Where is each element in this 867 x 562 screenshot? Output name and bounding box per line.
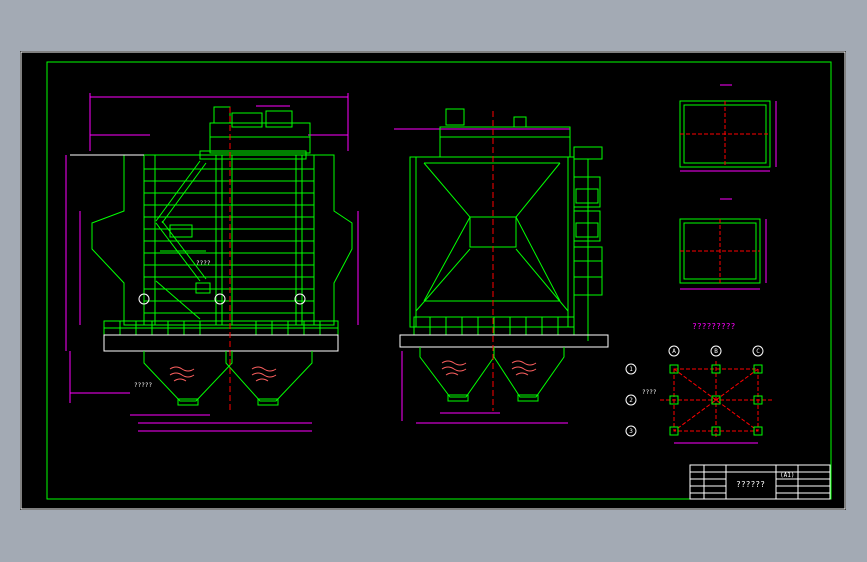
- detail-view-middle: [679, 198, 767, 290]
- axis-label-1: 1: [629, 366, 633, 373]
- inner-frame: [46, 61, 832, 500]
- axis-label-a: A: [672, 348, 676, 355]
- casing-rungs: [144, 168, 314, 314]
- detail-view-top: [679, 84, 777, 172]
- axis-label-c: C: [756, 348, 760, 355]
- front-elevation-view: [65, 93, 359, 432]
- hopper-detail-right: [441, 360, 537, 376]
- axis-label-b: B: [714, 348, 718, 355]
- left-hopper-note: ?????: [134, 382, 152, 389]
- column-plan-note: ????: [642, 389, 657, 396]
- ladder-note: ????: [196, 260, 211, 267]
- axis-label-3: 3: [629, 428, 633, 435]
- stairway: [155, 160, 207, 320]
- title-block: [689, 464, 831, 500]
- plan-note: ?????????: [692, 322, 736, 331]
- hopper-detail-left: [169, 366, 277, 382]
- side-platform-posts: [429, 317, 559, 335]
- cad-drawing-canvas: ????? ????: [20, 51, 846, 510]
- outer-border: [20, 51, 846, 510]
- side-elevation-view: [394, 108, 609, 424]
- column-layout-plan: [625, 345, 772, 444]
- axis-label-2: 2: [629, 397, 633, 404]
- drawing-title: ??????: [736, 480, 765, 489]
- platform-posts: [119, 321, 321, 335]
- sheet-size: (A1): [780, 472, 794, 479]
